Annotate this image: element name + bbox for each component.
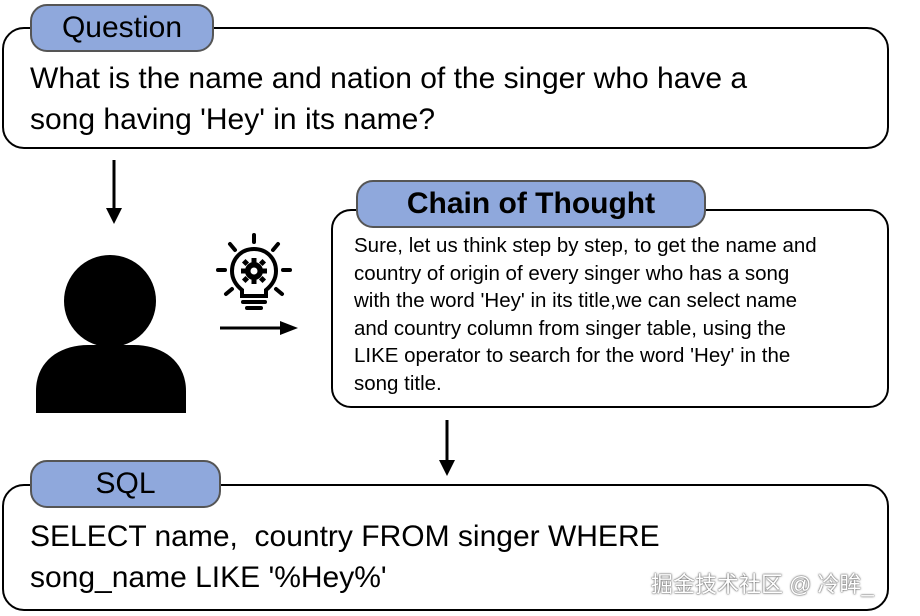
arrow-down-sql [439, 420, 455, 476]
question-label: Question [30, 4, 214, 52]
chain-of-thought-text: Sure, let us think step by step, to get … [354, 232, 879, 397]
cot-line: and country column from singer table, us… [354, 316, 786, 340]
sql-line: SELECT name, country FROM singer WHERE [30, 520, 660, 553]
question-text: What is the name and nation of the singe… [30, 58, 880, 140]
chain-of-thought-label: Chain of Thought [356, 180, 706, 228]
sql-label: SQL [30, 460, 221, 508]
sql-line: song_name LIKE '%Hey%' [30, 561, 387, 594]
question-line: What is the name and nation of the singe… [30, 62, 748, 95]
watermark: 掘金技术社区 @ 冷眸_ [651, 572, 874, 597]
arrow-down-question [106, 160, 122, 224]
arrow-right-cot [220, 321, 298, 335]
sql-text: SELECT name, country FROM singer WHERE s… [30, 516, 880, 598]
lightbulb-gear-icon [216, 233, 292, 310]
cot-line: LIKE operator to search for the word 'He… [354, 344, 791, 367]
cot-line: Sure, let us think step by step, to get … [354, 234, 817, 257]
cot-line: country of origin of every singer who ha… [354, 261, 790, 285]
cot-line: with the word 'Hey' in its title,we can … [354, 289, 798, 312]
cot-line: song title. [354, 371, 442, 395]
question-line: song having 'Hey' in its name? [30, 103, 436, 136]
person-icon [36, 255, 186, 413]
